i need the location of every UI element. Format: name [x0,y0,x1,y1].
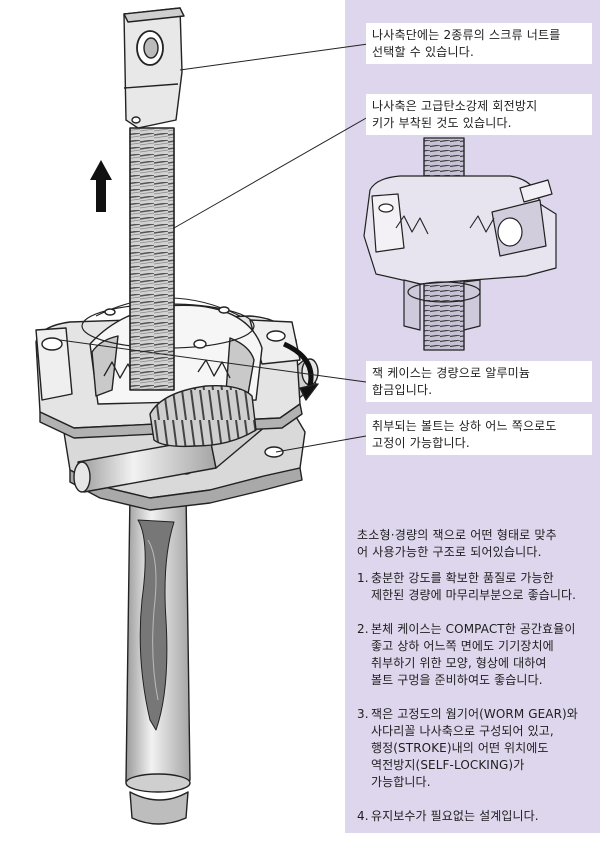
worm-gear [149,385,257,448]
callout-text: 취부되는 볼트는 상하 어느 쪽으로도 고정이 가능합니다. [372,419,557,450]
callout-screw-nut: 나사축단에는 2종류의 스크류 너트를 선택할 수 있습니다. [366,23,592,64]
feature-item: 3. 잭은 고정도의 웜기어(WORM GEAR)와 사다리꼴 나사축으로 구성… [357,706,597,791]
callout-text: 잭 케이스는 경량으로 알루미늄 합금입니다. [372,366,531,397]
feature-item: 4. 유지보수가 필요없는 설계입니다. [357,808,597,825]
leader-lines [59,43,369,453]
feature-item: 1. 충분한 강도를 확보한 품질로 가능한 제한된 경량에 마무리부분으로 좋… [357,570,597,604]
feature-number: 3. [357,707,369,721]
callout-text: 나사축은 고급탄소강제 회전방지 키가 부착된 것도 있습니다. [372,99,538,130]
callout-jack-case: 잭 케이스는 경량으로 알루미늄 합금입니다. [366,361,592,402]
feature-list: 1. 충분한 강도를 확보한 품질로 가능한 제한된 경량에 마무리부분으로 좋… [357,570,597,842]
feature-text: 충분한 강도를 확보한 품질로 가능한 제한된 경량에 마무리부분으로 좋습니다… [371,571,577,602]
feature-number: 4. [357,809,369,823]
feature-text: 잭은 고정도의 웜기어(WORM GEAR)와 사다리꼴 나사축으로 구성되어 … [371,707,578,789]
feature-number: 2. [357,622,369,636]
feature-text: 본체 케이스는 COMPACT한 공간효율이 좋고 상하 어느쪽 면에도 기기장… [371,622,576,687]
callout-text: 나사축단에는 2종류의 스크류 너트를 선택할 수 있습니다. [372,28,561,59]
detail-jack-sectional [363,137,557,351]
feature-text: 유지보수가 필요없는 설계입니다. [371,809,539,823]
callout-screw-shaft-key: 나사축은 고급탄소강제 회전방지 키가 부착된 것도 있습니다. [366,94,592,135]
intro-text: 초소형·경량의 잭으로 어떤 형태로 맞추 어 사용가능한 구조로 되어있습니다… [357,528,557,559]
feature-item: 2. 본체 케이스는 COMPACT한 공간효율이 좋고 상하 어느쪽 면에도 … [357,621,597,689]
feature-number: 1. [357,571,369,585]
screw-end-clevis [123,7,183,129]
callout-mounting-bolts: 취부되는 볼트는 상하 어느 쪽으로도 고정이 가능합니다. [366,414,592,455]
main-jack [35,7,319,825]
